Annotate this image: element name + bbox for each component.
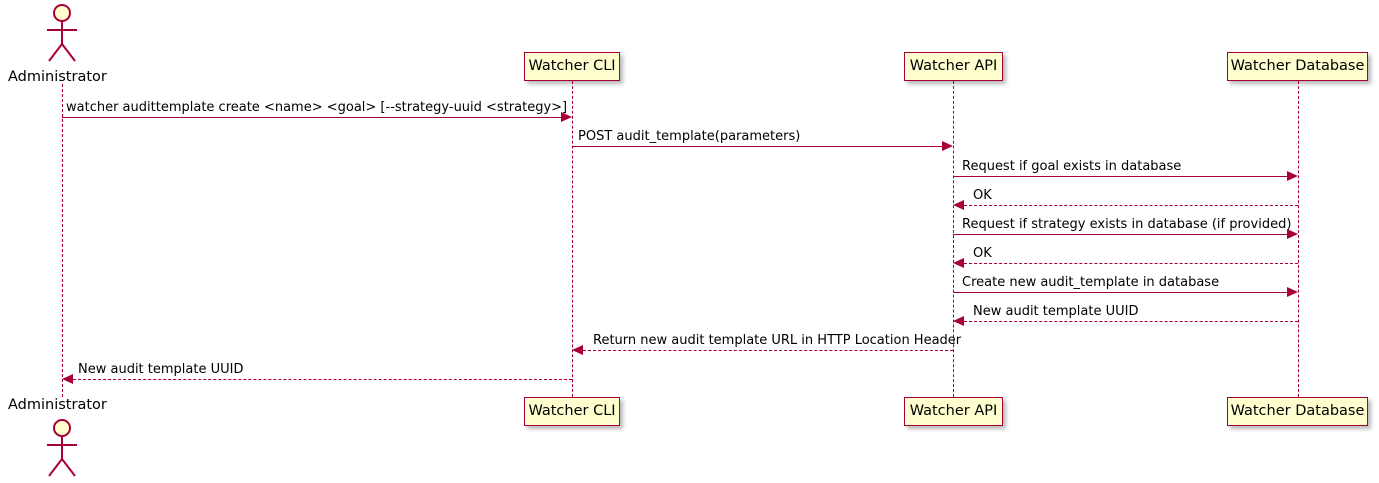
message-line-8 (964, 321, 1298, 322)
message-line-7 (953, 292, 1287, 293)
message-label-9: Return new audit template URL in HTTP Lo… (593, 333, 962, 348)
participant-watcher-api-bottom: Watcher API (904, 397, 1003, 426)
message-arrowhead-6 (953, 258, 964, 268)
message-line-4 (964, 205, 1298, 206)
message-label-8: New audit template UUID (973, 304, 1139, 319)
message-line-1 (62, 117, 561, 118)
message-arrowhead-10 (62, 374, 73, 384)
lifeline-watcher-api (953, 81, 954, 397)
message-label-5: Request if strategy exists in database (… (962, 217, 1292, 232)
message-arrowhead-1 (561, 112, 572, 122)
message-label-10: New audit template UUID (78, 362, 244, 377)
participant-watcher-cli-top: Watcher CLI (524, 52, 620, 81)
message-line-3 (953, 176, 1287, 177)
actor-administrator-bottom (32, 417, 92, 479)
message-arrowhead-3 (1287, 171, 1298, 181)
message-label-7: Create new audit_template in database (962, 275, 1220, 290)
message-arrowhead-4 (953, 200, 964, 210)
lifeline-administrator (62, 84, 63, 397)
message-label-4: OK (973, 188, 992, 203)
participant-watcher-api-top: Watcher API (904, 52, 1003, 81)
actor-stick-figure-icon (47, 4, 77, 62)
actor-administrator-top (32, 2, 92, 64)
message-arrowhead-5 (1287, 229, 1298, 239)
lifeline-watcher-database (1298, 81, 1299, 397)
message-arrowhead-2 (942, 141, 953, 151)
participant-watcher-database-top: Watcher Database (1227, 52, 1368, 81)
message-label-6: OK (973, 246, 992, 261)
message-line-10 (73, 379, 572, 380)
actor-label-administrator-bottom: Administrator (8, 397, 107, 413)
message-arrowhead-7 (1287, 287, 1298, 297)
message-label-3: Request if goal exists in database (962, 159, 1182, 174)
message-arrowhead-8 (953, 316, 964, 326)
message-line-5 (953, 234, 1287, 235)
message-label-2: POST audit_template(parameters) (578, 129, 801, 144)
message-label-1: watcher audittemplate create <name> <goa… (66, 100, 568, 115)
actor-stick-figure-icon (47, 419, 77, 477)
message-line-9 (583, 350, 953, 351)
participant-watcher-cli-bottom: Watcher CLI (524, 397, 620, 426)
actor-label-administrator-top: Administrator (8, 69, 107, 85)
lifeline-watcher-cli (572, 81, 573, 397)
message-line-2 (572, 146, 942, 147)
message-line-6 (964, 263, 1298, 264)
message-arrowhead-9 (572, 345, 583, 355)
participant-watcher-database-bottom: Watcher Database (1227, 397, 1368, 426)
